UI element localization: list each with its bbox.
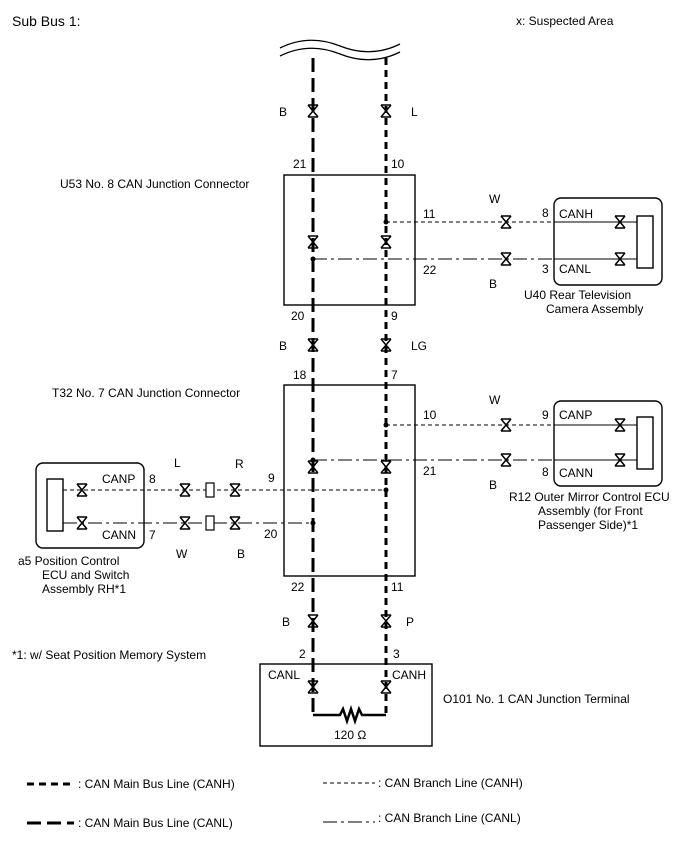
- u40-canh-label: CANH: [559, 207, 593, 221]
- t32-pin-21: 21: [423, 464, 437, 478]
- a5-pin-8: 8: [149, 472, 156, 486]
- a5-wire-b: B: [237, 547, 245, 561]
- r12-pin-9: 9: [542, 408, 549, 422]
- o101-canh-label: CANH: [392, 668, 426, 682]
- a5-ecu-box: [35, 462, 145, 549]
- u40-pin-3: 3: [542, 262, 549, 276]
- resistor-icon: [313, 705, 386, 725]
- u53-pin-10: 10: [391, 157, 405, 171]
- u40-connector-block: [636, 215, 654, 269]
- t32-pin-20: 20: [264, 527, 278, 541]
- suspected-area-legend: x: Suspected Area: [516, 14, 614, 28]
- t32-connector-box: [283, 384, 416, 577]
- u53-pin-22: 22: [423, 263, 437, 277]
- r12-connector-block: [636, 416, 654, 470]
- u53-pin-20: 20: [291, 309, 305, 323]
- suspected-mark: [380, 235, 392, 249]
- t32-pin-7: 7: [391, 368, 398, 382]
- wire-color-lg: LG: [411, 339, 427, 353]
- u53-connector-box: [283, 174, 416, 306]
- suspected-mark: [76, 516, 88, 530]
- legend-main-canh: : CAN Main Bus Line (CANH): [78, 777, 235, 791]
- u40-pin-8: 8: [542, 206, 549, 220]
- t32-pin-11: 11: [391, 580, 404, 594]
- r12-name-3: Passenger Side)*1: [538, 518, 638, 532]
- junction-connector: [205, 515, 215, 531]
- suspected-mark: [500, 418, 512, 432]
- u53-pin-11: 11: [423, 207, 436, 221]
- a5-name-3: Assembly RH*1: [42, 582, 126, 596]
- legend-branch-canl: : CAN Branch Line (CANL): [378, 811, 521, 825]
- o101-pin-3: 3: [393, 647, 400, 661]
- a5-wire-w: W: [176, 547, 188, 561]
- break-mark: [279, 39, 401, 53]
- a5-cann-label: CANN: [102, 528, 136, 542]
- u40-canl-label: CANL: [559, 262, 591, 276]
- r12-name-2: Assembly (for Front: [538, 504, 643, 518]
- o101-label: O101 No. 1 CAN Junction Terminal: [443, 692, 630, 706]
- a5-canp-label: CANP: [102, 472, 135, 486]
- suspected-mark: [179, 483, 191, 497]
- u40-name-2: Camera Assembly: [546, 302, 643, 316]
- footnote: *1: w/ Seat Position Memory System: [12, 648, 206, 662]
- t32-pin-18: 18: [293, 368, 307, 382]
- break-mark: [279, 47, 401, 61]
- u40-name: U40 Rear Television: [524, 288, 631, 302]
- u40-ecu-box: [553, 197, 663, 286]
- o101-canl-label: CANL: [268, 668, 300, 682]
- r12-wire-w: W: [489, 393, 501, 407]
- r12-ecu-box: [553, 400, 663, 487]
- a5-connector-block: [46, 478, 64, 532]
- t32-pin-22: 22: [291, 580, 305, 594]
- legend-branch-canh: : CAN Branch Line (CANH): [378, 776, 523, 790]
- r12-pin-8: 8: [542, 465, 549, 479]
- r12-wire-b: B: [489, 478, 497, 492]
- suspected-mark: [500, 215, 512, 229]
- r12-cann-label: CANN: [559, 466, 593, 480]
- a5-wire-r: R: [235, 457, 244, 471]
- t32-label: T32 No. 7 CAN Junction Connector: [52, 386, 240, 400]
- legend-main-canl: : CAN Main Bus Line (CANL): [78, 816, 233, 830]
- wire-color-b: B: [279, 105, 287, 119]
- a5-wire-l: L: [174, 456, 181, 470]
- u40-wire-w: W: [489, 192, 501, 206]
- t32-pin-10: 10: [423, 408, 437, 422]
- resistor-value: 120 Ω: [334, 728, 366, 742]
- o101-terminal-box: [259, 663, 433, 747]
- t32-pin-9: 9: [268, 471, 275, 485]
- a5-pin-7: 7: [149, 528, 156, 542]
- a5-name-2: ECU and Switch: [42, 568, 129, 582]
- o101-pin-2: 2: [299, 647, 306, 661]
- wire-color-b: B: [279, 339, 287, 353]
- u40-wire-b: B: [489, 277, 497, 291]
- diagram-title: Sub Bus 1:: [12, 13, 81, 29]
- suspected-mark: [500, 453, 512, 467]
- junction-connector: [205, 482, 215, 498]
- r12-canp-label: CANP: [559, 408, 592, 422]
- r12-name: R12 Outer Mirror Control ECU: [509, 490, 670, 504]
- wire-color-b: B: [282, 615, 290, 629]
- u53-label: U53 No. 8 CAN Junction Connector: [60, 177, 249, 191]
- a5-name: a5 Position Control: [18, 554, 119, 568]
- wire-color-l: L: [411, 105, 418, 119]
- u53-pin-21: 21: [293, 157, 307, 171]
- wire-color-p: P: [406, 615, 414, 629]
- u53-pin-9: 9: [391, 309, 398, 323]
- suspected-mark: [500, 252, 512, 266]
